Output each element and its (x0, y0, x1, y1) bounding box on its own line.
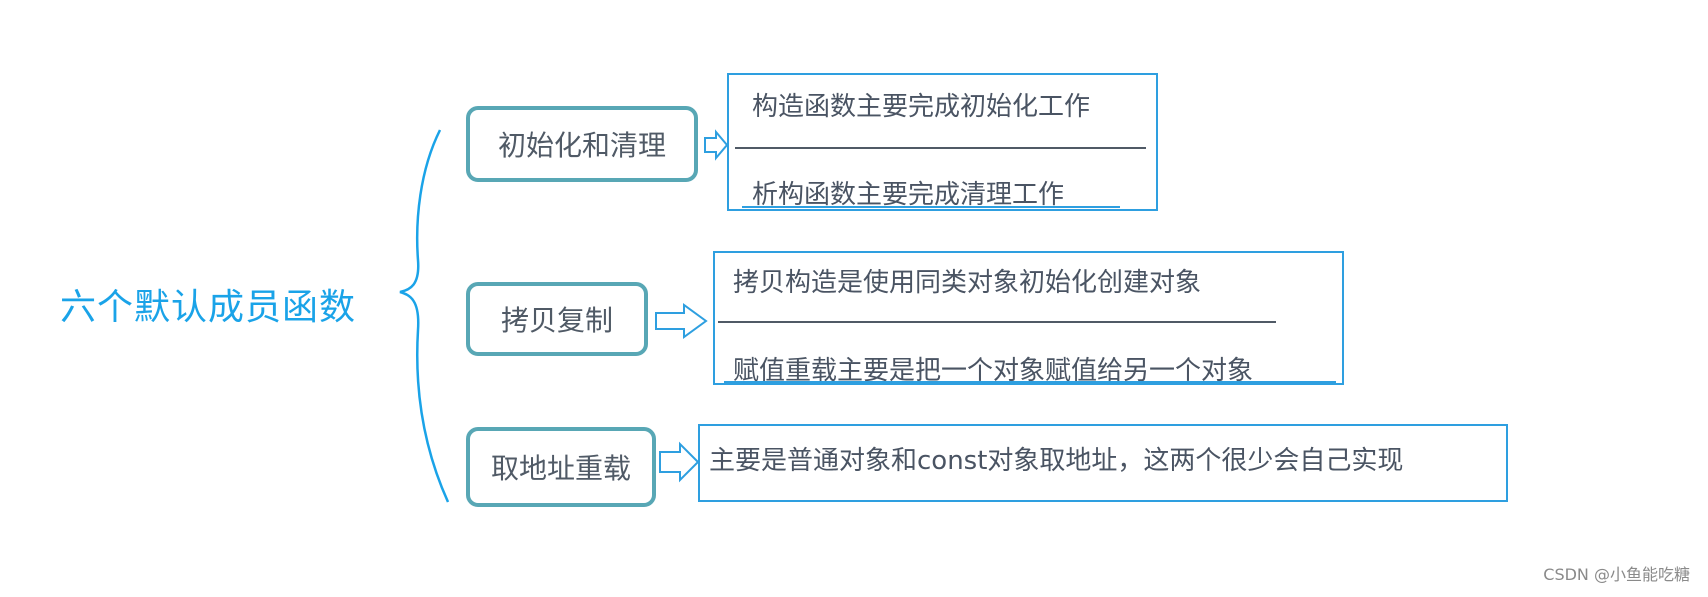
category-label: 拷贝复制 (500, 304, 613, 337)
description-line: 析构函数主要完成清理工作 (752, 180, 1065, 210)
description-box-1 (727, 73, 1158, 211)
description-line: 构造函数主要完成初始化工作 (752, 92, 1091, 122)
divider (735, 147, 1146, 149)
category-init-cleanup: 初始化和清理 (466, 106, 698, 182)
description-line: 拷贝构造是使用同类对象初始化创建对象 (733, 268, 1202, 298)
description-box-3 (698, 424, 1508, 502)
diagram-title: 六个默认成员函数 (60, 287, 357, 328)
category-label: 取地址重载 (490, 452, 631, 485)
divider (718, 321, 1276, 323)
category-address-overload: 取地址重载 (466, 427, 656, 507)
underline (742, 206, 1120, 208)
underline (724, 381, 1336, 383)
category-label: 初始化和清理 (497, 129, 666, 162)
category-copy: 拷贝复制 (466, 282, 648, 356)
description-box-2 (713, 251, 1344, 385)
arrow-3 (659, 441, 700, 483)
curly-brace (399, 129, 450, 503)
arrow-2 (655, 303, 708, 339)
arrow-1 (704, 129, 729, 161)
credit-watermark: CSDN @小鱼能吃糖 (1543, 565, 1690, 584)
description-line: 主要是普通对象和const对象取地址，这两个很少会自己实现 (709, 446, 1404, 476)
